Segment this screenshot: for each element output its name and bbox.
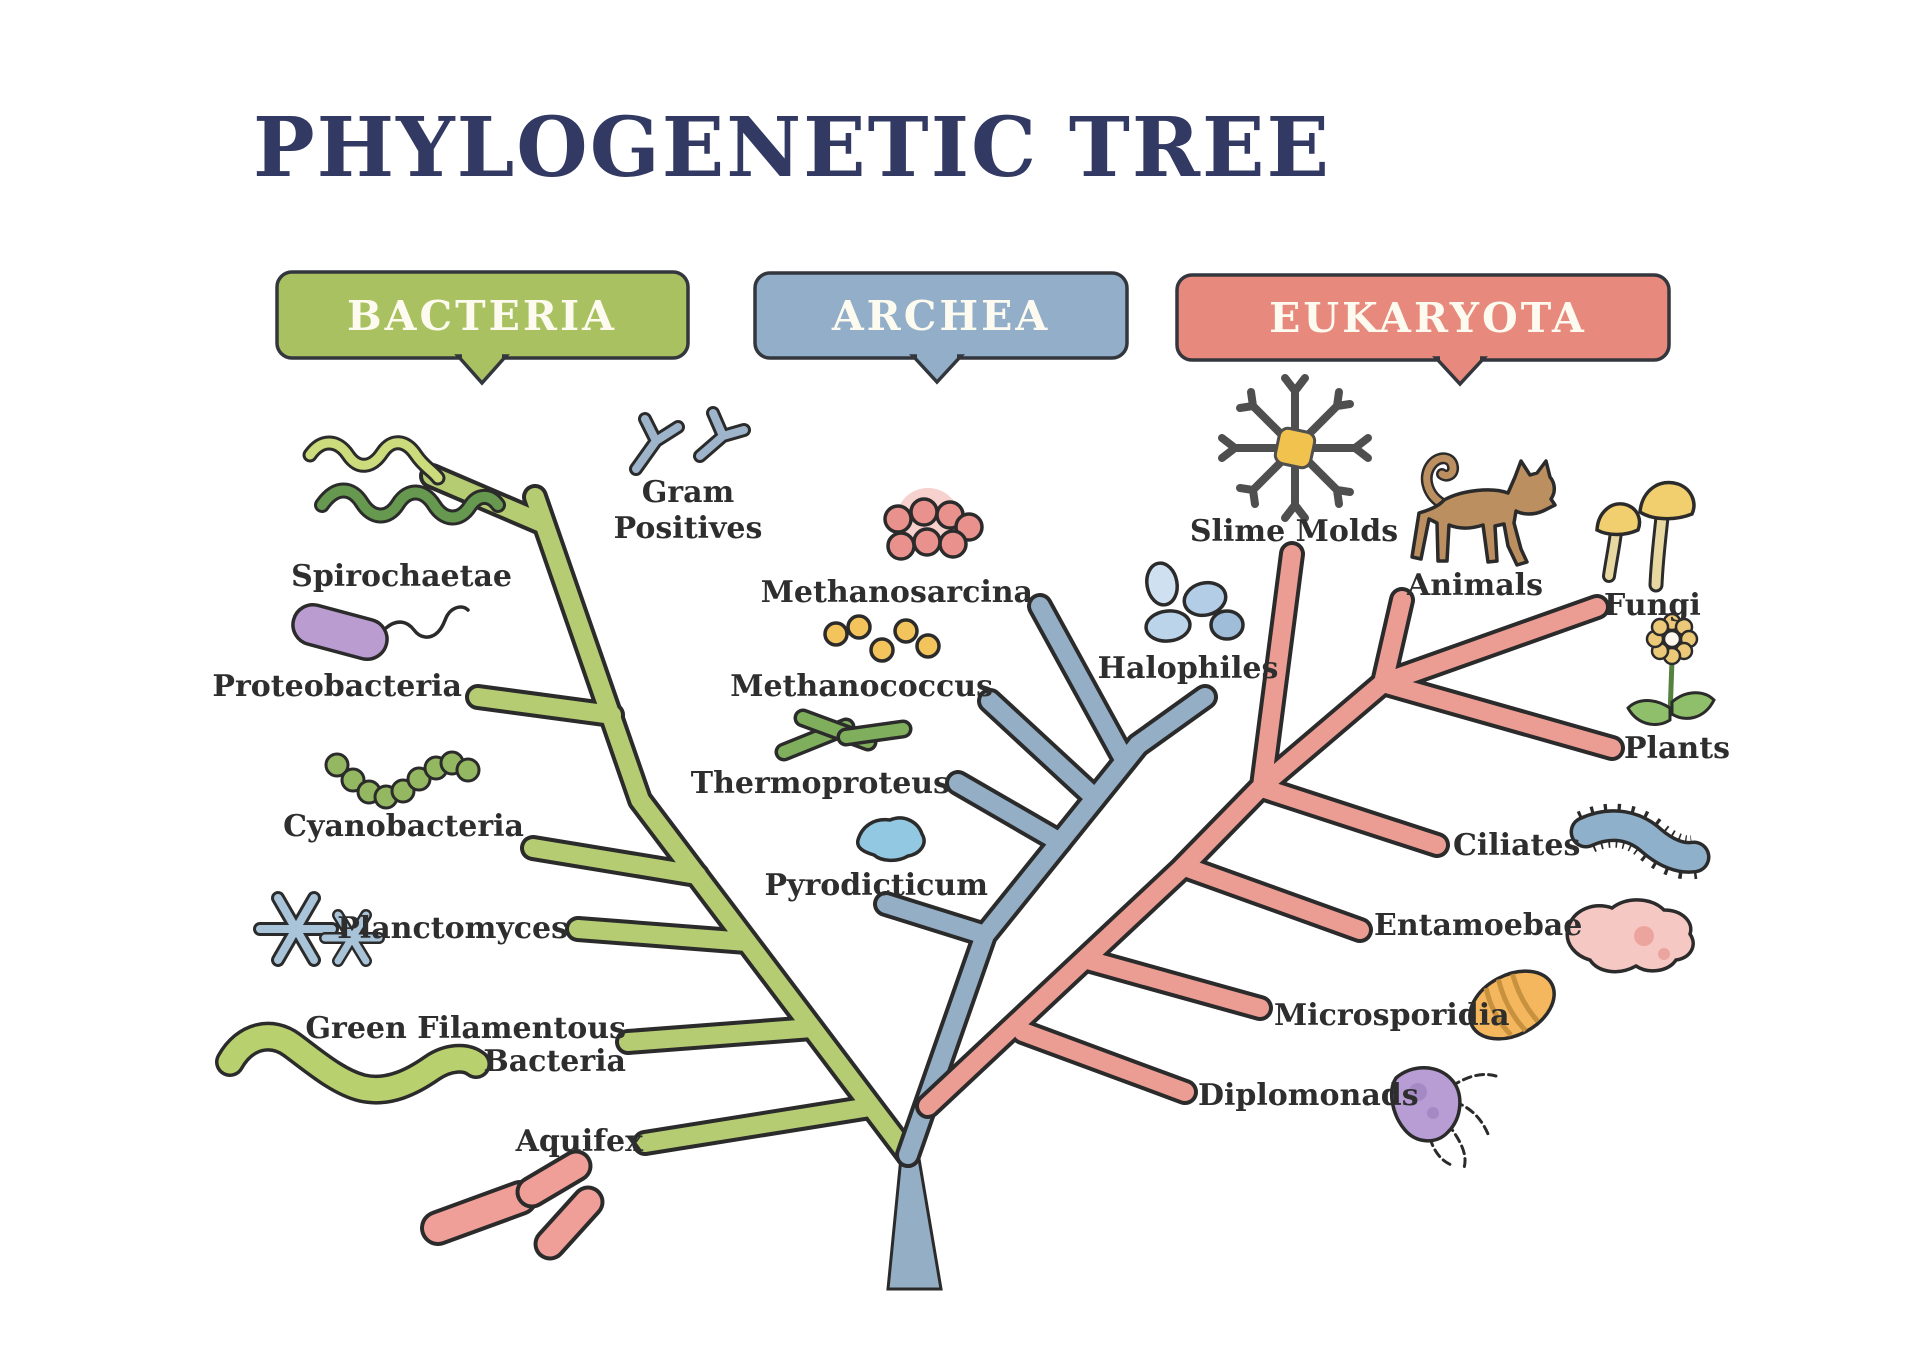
ciliates-icon: [1569, 803, 1711, 880]
thermoproteus-icon: [774, 708, 913, 762]
label-methanosarcina: Methanosarcina: [761, 575, 1033, 610]
plants-icon: [1626, 612, 1716, 726]
pyrodicticum-icon: [855, 816, 926, 863]
cyanobacteria-icon: [324, 750, 481, 810]
animals-icon: [1410, 452, 1557, 567]
label-spirochaetae: Spirochaetae: [291, 559, 512, 594]
label-entamoebae: Entamoebae: [1374, 908, 1582, 943]
label-plants: Plants: [1624, 731, 1730, 766]
halophiles-icon: [1144, 561, 1245, 643]
green-filamentous-icon: [215, 1021, 491, 1105]
label-aquifex: Aquifex: [515, 1124, 644, 1159]
label-diplomonads: Diplomonads: [1198, 1078, 1419, 1113]
archea-badge-label: ARCHEA: [831, 292, 1050, 340]
eukaryota-branch: [915, 541, 1625, 1119]
taxa-labels: Spirochaetae Gram Positives Proteobacter…: [212, 475, 1730, 1159]
bacteria-badge: BACTERIA: [275, 270, 690, 386]
label-green-filamentous-2: Bacteria: [483, 1044, 626, 1079]
methanosarcina-icon: [883, 488, 984, 561]
page-title: PHYLOGENETIC TREE: [253, 100, 1331, 196]
entamoebae-icon: [1565, 898, 1695, 974]
label-pyrodicticum: Pyrodicticum: [764, 868, 988, 903]
gram-positives-icon: [629, 406, 751, 476]
label-cyanobacteria: Cyanobacteria: [283, 809, 524, 844]
spirochaetae-icon: [302, 435, 506, 526]
label-methanococcus: Methanococcus: [730, 669, 993, 704]
label-fungi: Fungi: [1604, 588, 1701, 623]
archea-badge: ARCHEA: [753, 271, 1129, 385]
planctomyces-icon: [253, 891, 385, 967]
slime-molds-icon: [1218, 374, 1372, 522]
label-ciliates: Ciliates: [1453, 828, 1580, 863]
fungi-icon: [1595, 480, 1696, 593]
microsporidia-icon: [1468, 969, 1556, 1041]
methanococcus-icon: [823, 614, 941, 663]
proteobacteria-icon: [291, 603, 470, 661]
eukaryota-badge-label: EUKARYOTA: [1269, 294, 1587, 342]
label-gram-positives-2: Positives: [614, 511, 763, 546]
eukaryota-badge: EUKARYOTA: [1175, 273, 1671, 387]
label-planctomyces: Planctomyces: [337, 911, 568, 946]
diplomonads-icon: [1389, 1066, 1498, 1170]
label-halophiles: Halophiles: [1098, 651, 1279, 686]
label-thermoproteus: Thermoproteus: [691, 766, 950, 801]
label-slime-molds: Slime Molds: [1190, 514, 1398, 549]
label-gram-positives-1: Gram: [642, 475, 735, 510]
label-microsporidia: Microsporidia: [1274, 998, 1510, 1033]
aquifex-icon: [420, 1149, 605, 1261]
label-proteobacteria: Proteobacteria: [212, 669, 462, 704]
archea-branch: [873, 593, 1218, 1168]
bacteria-badge-label: BACTERIA: [347, 292, 617, 340]
label-animals: Animals: [1406, 568, 1543, 603]
label-green-filamentous-1: Green Filamentous: [305, 1011, 626, 1046]
